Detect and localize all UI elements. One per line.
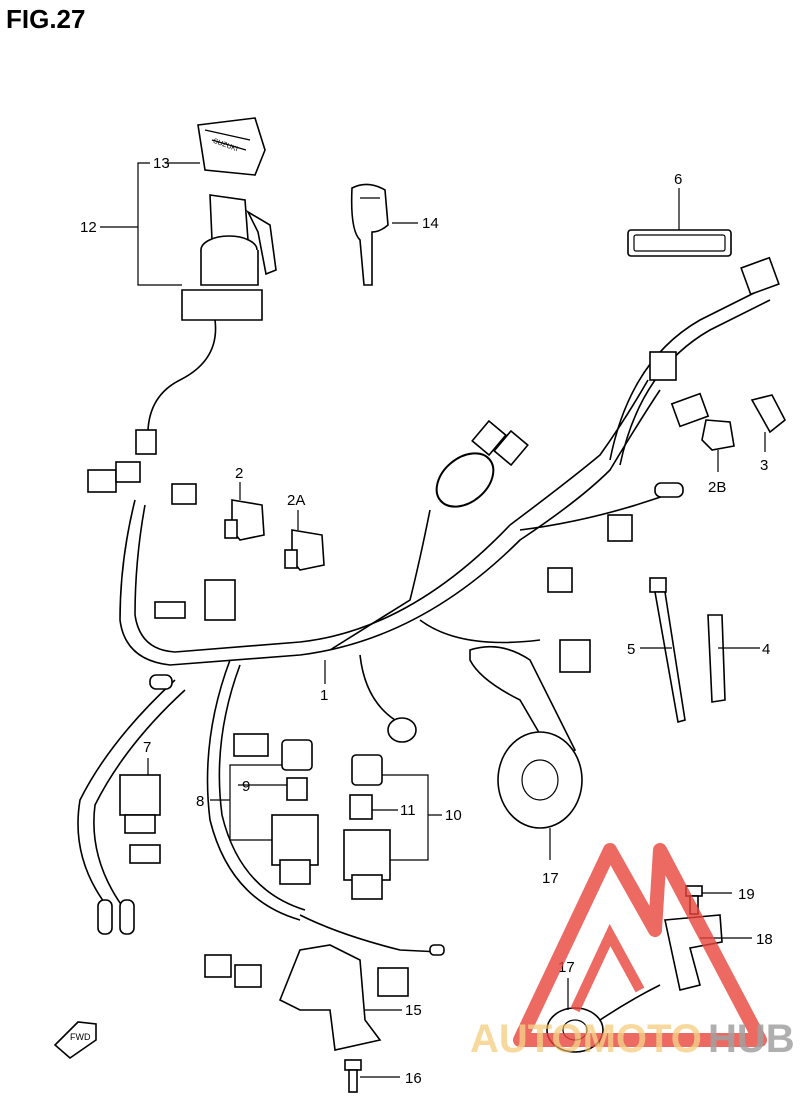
watermark-logo: AUTOMOTO HUB (470, 843, 795, 1061)
part-label-13: 16 (405, 1070, 422, 1087)
key (350, 183, 389, 286)
relay-2 (224, 499, 265, 541)
part-label-18: 18 (756, 931, 773, 948)
part-label-1: 1 (320, 687, 328, 704)
part-label-5: 5 (627, 641, 635, 658)
part-label-11: 11 (400, 802, 416, 819)
fuse-box-8 (271, 739, 319, 885)
bolt-13 (344, 1059, 362, 1093)
part-labels: 13 12 14 6 2 2A 2B 3 4 5 1 7 8 9 11 10 1… (80, 155, 773, 1087)
main-harness (77, 256, 780, 997)
part-label-16: 14 (422, 215, 439, 232)
watermark-text-hub: HUB (708, 1017, 795, 1061)
part-label-2a: 2A (287, 492, 305, 509)
fuse-box-10 (343, 754, 391, 900)
part-label-14: 12 (80, 219, 97, 236)
part-label-2: 2 (235, 465, 243, 482)
figure-title: FIG.27 (6, 4, 86, 34)
part-label-4: 4 (762, 641, 770, 658)
part-label-10: 10 (445, 807, 462, 824)
part-label-9: 9 (242, 778, 250, 795)
ignition-switch-assembly: SUZUKI (135, 117, 277, 455)
part-label-2b: 2B (708, 479, 726, 496)
part-label-17: 17 (542, 870, 559, 887)
cable-tie-5 (649, 577, 686, 724)
bracket-12 (278, 944, 382, 1051)
relay-2b (701, 419, 735, 451)
part-label-8: 8 (196, 793, 204, 810)
part-label-12: 15 (405, 1002, 422, 1019)
fwd-label: FWD (70, 1032, 91, 1042)
part-label-6: 6 (674, 171, 682, 188)
clamp-4 (707, 614, 726, 703)
part-label-3: 3 (760, 457, 768, 474)
part-label-19: 19 (738, 886, 755, 903)
relay-2a (284, 529, 325, 571)
relay-7 (119, 774, 161, 864)
watermark-text-automoto: AUTOMOTO (470, 1017, 702, 1061)
leader-lines (100, 162, 766, 1078)
part-label-15: 13 (153, 155, 170, 172)
horn (469, 645, 583, 829)
label-plate (627, 229, 732, 257)
clamp-3 (750, 394, 787, 434)
part-label-7: 7 (143, 739, 151, 756)
fwd-arrow: FWD (53, 1021, 97, 1060)
